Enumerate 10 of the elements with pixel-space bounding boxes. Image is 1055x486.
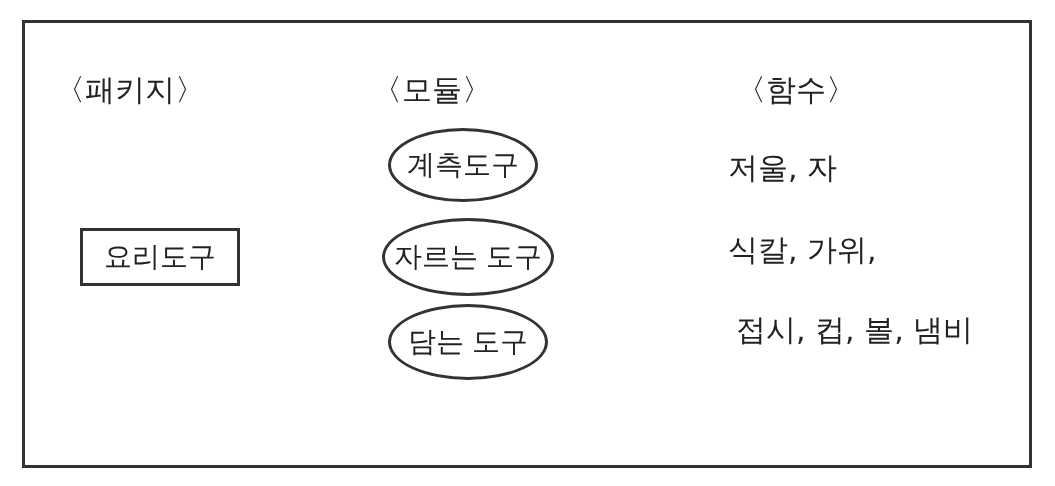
heading: 〈패키지〉 [55,72,205,108]
heading: 〈함수〉 [736,72,856,108]
function-list: 식칼, 가위, [728,232,877,268]
heading: 〈모듈〉 [372,72,492,108]
function-list: 저울, 자 [728,150,838,186]
module-ellipse: 담는 도구 [388,304,548,380]
module-ellipse: 계측도구 [388,128,538,202]
module-ellipse: 자르는 도구 [382,218,554,296]
package-box: 요리도구 [80,228,240,286]
function-list: 접시, 컵, 볼, 냄비 [736,312,974,348]
